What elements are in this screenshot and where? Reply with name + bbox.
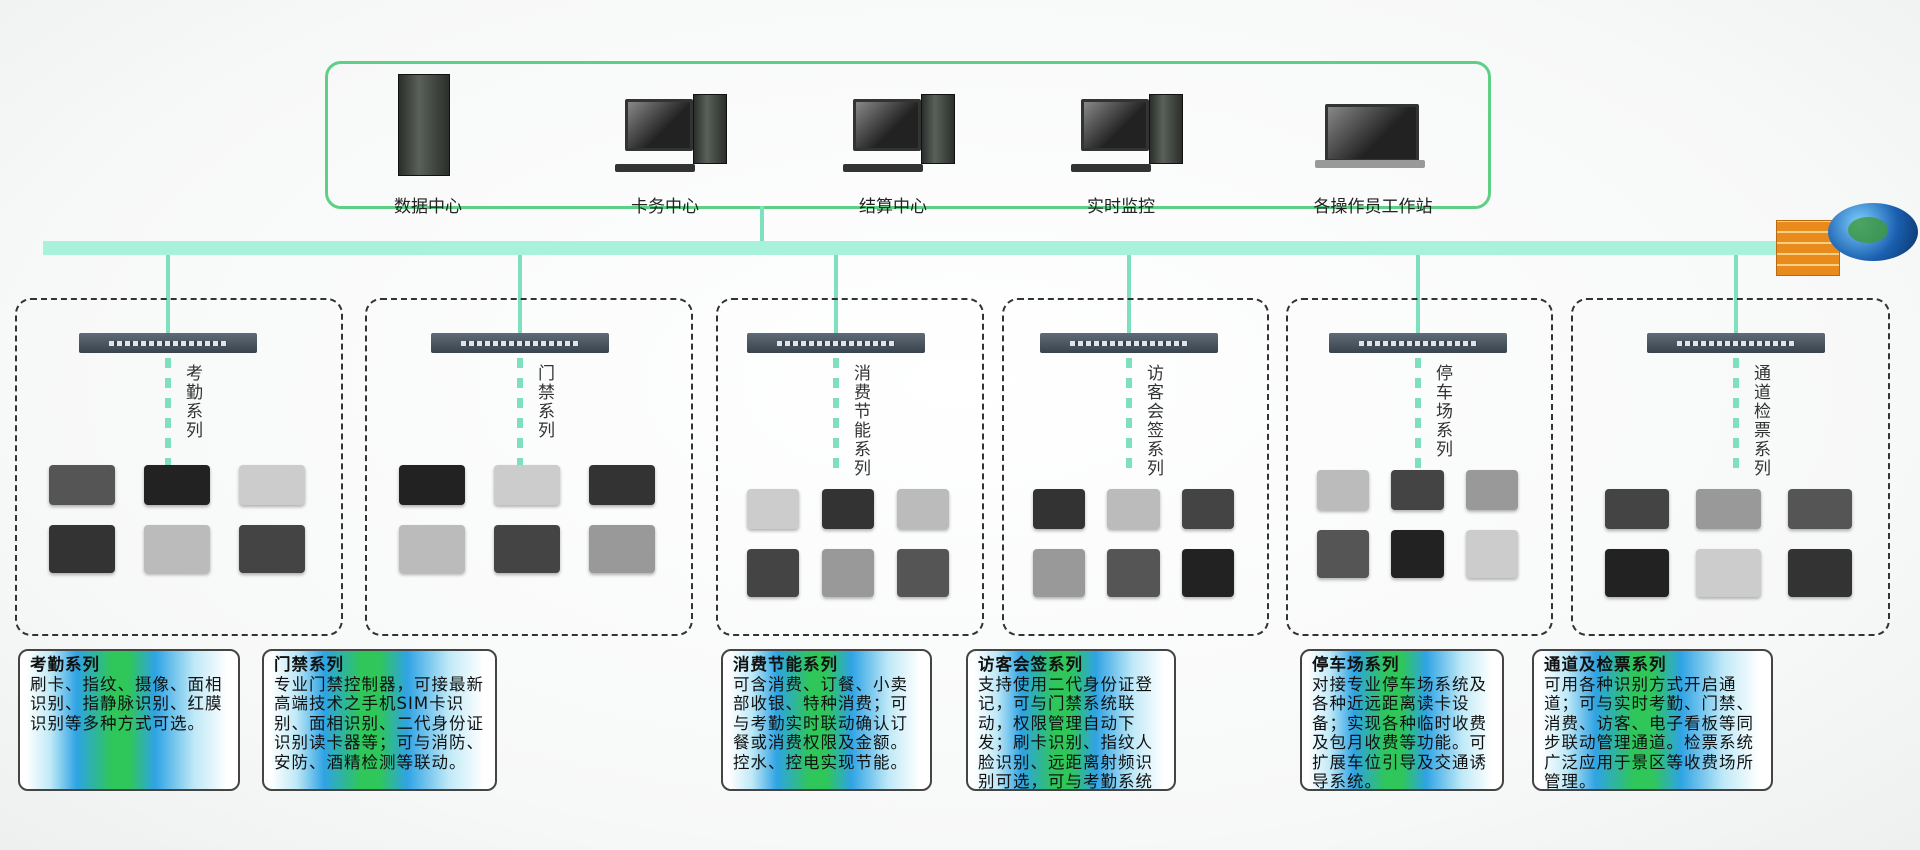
server-rack-icon [398, 74, 450, 176]
subsystem-vertical-label: 通道检票系列 [1754, 364, 1771, 479]
subsystem-panel [15, 298, 343, 636]
device-image [493, 465, 561, 505]
station-label: 卡务中心 [631, 197, 699, 217]
drop-line [834, 255, 838, 335]
dotted-link [833, 358, 839, 468]
device-image [1788, 549, 1853, 597]
device-image [238, 465, 305, 505]
station-label: 数据中心 [394, 197, 462, 217]
device-image [399, 525, 466, 573]
device-image [747, 489, 800, 529]
subsystem-description: 可用各种识别方式开启通道；可与实时考勤、门禁、消费、访客、电子看板等同步联动管理… [1544, 674, 1754, 791]
network-switch-icon [1329, 333, 1507, 353]
subsystem-description-box: 通道及检票系列 可用各种识别方式开启通道；可与实时考勤、门禁、消费、访客、电子看… [1532, 649, 1773, 791]
device-image [588, 465, 655, 505]
drop-line [1416, 255, 1420, 335]
network-switch-icon [1647, 333, 1825, 353]
device-image [821, 489, 875, 529]
network-switch-icon [79, 333, 257, 353]
dotted-link [517, 358, 523, 468]
device-image [1033, 549, 1086, 597]
subsystem-description-box: 停车场系列 对接专业停车场系统及各种近远距离读卡设备；实现各种临时收费及包月收费… [1300, 649, 1504, 791]
subsystem-vertical-label: 停车场系列 [1436, 364, 1453, 460]
device-image [821, 549, 875, 597]
device-image [1181, 489, 1234, 529]
dotted-link [1126, 358, 1132, 468]
drop-line [166, 255, 170, 335]
device-image [896, 549, 949, 597]
station-label: 实时监控 [1087, 197, 1155, 217]
device-image [1391, 470, 1444, 510]
device-image [1391, 530, 1444, 578]
subsystem-description-box: 访客会签系列 支持使用二代身份证登记，可与门禁系统联动，权限管理自动下发；刷卡识… [966, 649, 1176, 791]
device-image [399, 465, 466, 505]
subsystem-vertical-label: 消费节能系列 [854, 364, 871, 479]
device-image [747, 549, 800, 597]
device-image [588, 525, 655, 573]
device-image [1107, 549, 1160, 597]
device-image [49, 525, 116, 573]
device-image [143, 525, 211, 573]
device-image [896, 489, 949, 529]
dotted-link [1415, 358, 1421, 468]
subsystem-panel [1286, 298, 1553, 636]
center-uplink-line [760, 206, 764, 242]
subsystem-description: 专业门禁控制器，可接最新高端技术之手机SIM卡识别、面相识别、二代身份证识别读卡… [274, 674, 484, 772]
subsystem-vertical-label: 考勤系列 [186, 364, 203, 441]
subsystem-description-box: 消费节能系列 可含消费、订餐、小卖部收银、特种消费；可与考勤实时联动确认订餐或消… [721, 649, 932, 791]
subsystem-description: 对接专业停车场系统及各种近远距离读卡设备；实现各种临时收费及包月收费等功能。可扩… [1312, 674, 1487, 791]
device-image [1465, 530, 1518, 578]
dotted-link [165, 358, 171, 468]
subsystem-description-box: 门禁系列 专业门禁控制器，可接最新高端技术之手机SIM卡识别、面相识别、二代身份… [262, 649, 497, 791]
subsystem-description: 可含消费、订餐、小卖部收银、特种消费；可与考勤实时联动确认订餐或消费权限及金额。… [733, 674, 908, 772]
subsystem-title: 门禁系列 [274, 655, 344, 674]
subsystem-panel [365, 298, 693, 636]
subsystem-title: 考勤系列 [30, 655, 100, 674]
subsystem-vertical-label: 门禁系列 [538, 364, 555, 441]
device-image [1696, 489, 1761, 529]
subsystem-description: 支持使用二代身份证登记，可与门禁系统联动，权限管理自动下发；刷卡识别、指纹人脸识… [978, 674, 1153, 791]
subsystem-panel [1571, 298, 1890, 636]
device-image [1604, 549, 1669, 597]
subsystem-panel [716, 298, 984, 636]
device-image [1465, 470, 1518, 510]
network-switch-icon [431, 333, 609, 353]
device-image [1107, 489, 1160, 529]
device-image [1788, 489, 1853, 529]
network-switch-icon [747, 333, 925, 353]
subsystem-vertical-label: 访客会签系列 [1147, 364, 1164, 479]
dotted-link [1733, 358, 1739, 468]
subsystem-description-box: 考勤系列 刷卡、指纹、摄像、面相识别、指静脉识别、红膜识别等多种方式可选。 [18, 649, 240, 791]
globe-icon [1828, 203, 1918, 261]
device-image [1317, 530, 1370, 578]
drop-line [518, 255, 522, 335]
device-image [493, 525, 561, 573]
device-image [1696, 549, 1761, 597]
device-image [49, 465, 116, 505]
subsystem-panel [1002, 298, 1269, 636]
device-image [143, 465, 211, 505]
device-image [1317, 470, 1370, 510]
device-image [1033, 489, 1086, 529]
subsystem-title: 访客会签系列 [978, 655, 1083, 674]
device-image [1181, 549, 1234, 597]
station-label: 各操作员工作站 [1313, 197, 1433, 217]
subsystem-title: 通道及检票系列 [1544, 655, 1667, 674]
subsystem-description: 刷卡、指纹、摄像、面相识别、指静脉识别、红膜识别等多种方式可选。 [30, 674, 223, 733]
station-label: 结算中心 [859, 197, 927, 217]
network-switch-icon [1040, 333, 1218, 353]
subsystem-title: 消费节能系列 [733, 655, 838, 674]
device-image [1604, 489, 1669, 529]
drop-line [1127, 255, 1131, 335]
drop-line [1734, 255, 1738, 335]
network-backbone [43, 241, 1778, 255]
device-image [238, 525, 305, 573]
management-center-frame: 数据中心 卡务中心 结算中心 实时监控 各操作员工作站 [325, 61, 1491, 217]
subsystem-title: 停车场系列 [1312, 655, 1400, 674]
